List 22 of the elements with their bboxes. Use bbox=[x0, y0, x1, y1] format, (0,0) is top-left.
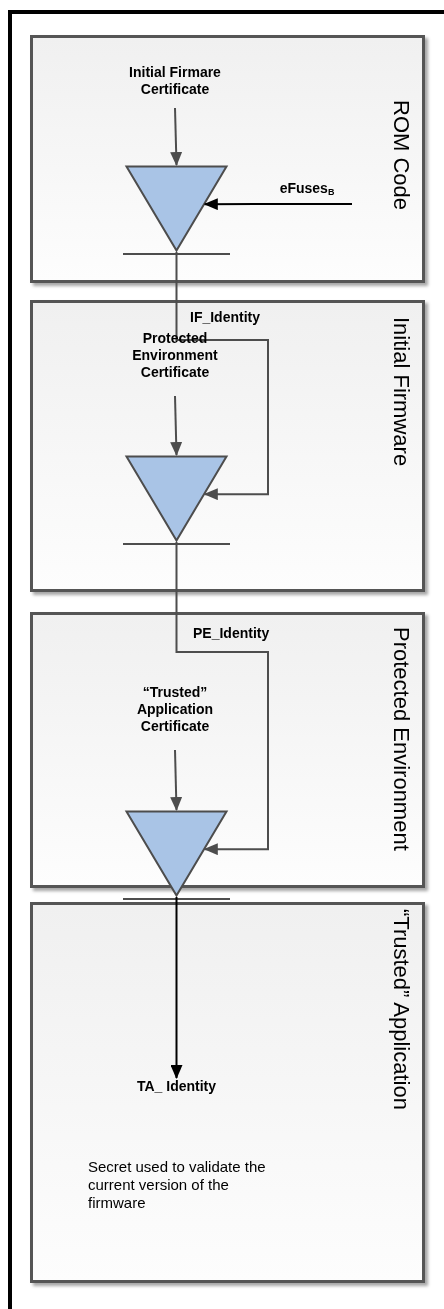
node-label: eFuses$_{B}$ bbox=[279, 180, 335, 197]
stage-panel bbox=[30, 902, 425, 1283]
stage-title: ROM Code bbox=[390, 100, 412, 211]
arrow bbox=[170, 395, 183, 456]
edge-label: IF_Identity bbox=[190, 309, 260, 326]
arrow bbox=[170, 749, 183, 811]
stage-title: Initial Firmware bbox=[390, 317, 412, 467]
node-label: Initial Firmare Certificate bbox=[128, 64, 222, 98]
arrow bbox=[170, 107, 183, 166]
stage-title: “Trusted” Application bbox=[390, 909, 412, 1110]
stage-panel bbox=[30, 35, 425, 283]
arrow bbox=[175, 541, 269, 856]
arrow bbox=[203, 198, 353, 211]
stage-title: Protected Environment bbox=[390, 627, 412, 851]
node-label: Protected Environment Certificate bbox=[131, 330, 219, 381]
edge-label: PE_Identity bbox=[193, 625, 270, 642]
arrow bbox=[170, 896, 183, 1079]
arrow bbox=[175, 251, 269, 501]
note-text: Secret used to validate the current version of the firmware bbox=[88, 1158, 267, 1212]
stage-panel bbox=[30, 300, 425, 592]
node-label: “Trusted” Application Certificate bbox=[135, 684, 215, 735]
node-label: TA_ Identity bbox=[136, 1078, 217, 1095]
